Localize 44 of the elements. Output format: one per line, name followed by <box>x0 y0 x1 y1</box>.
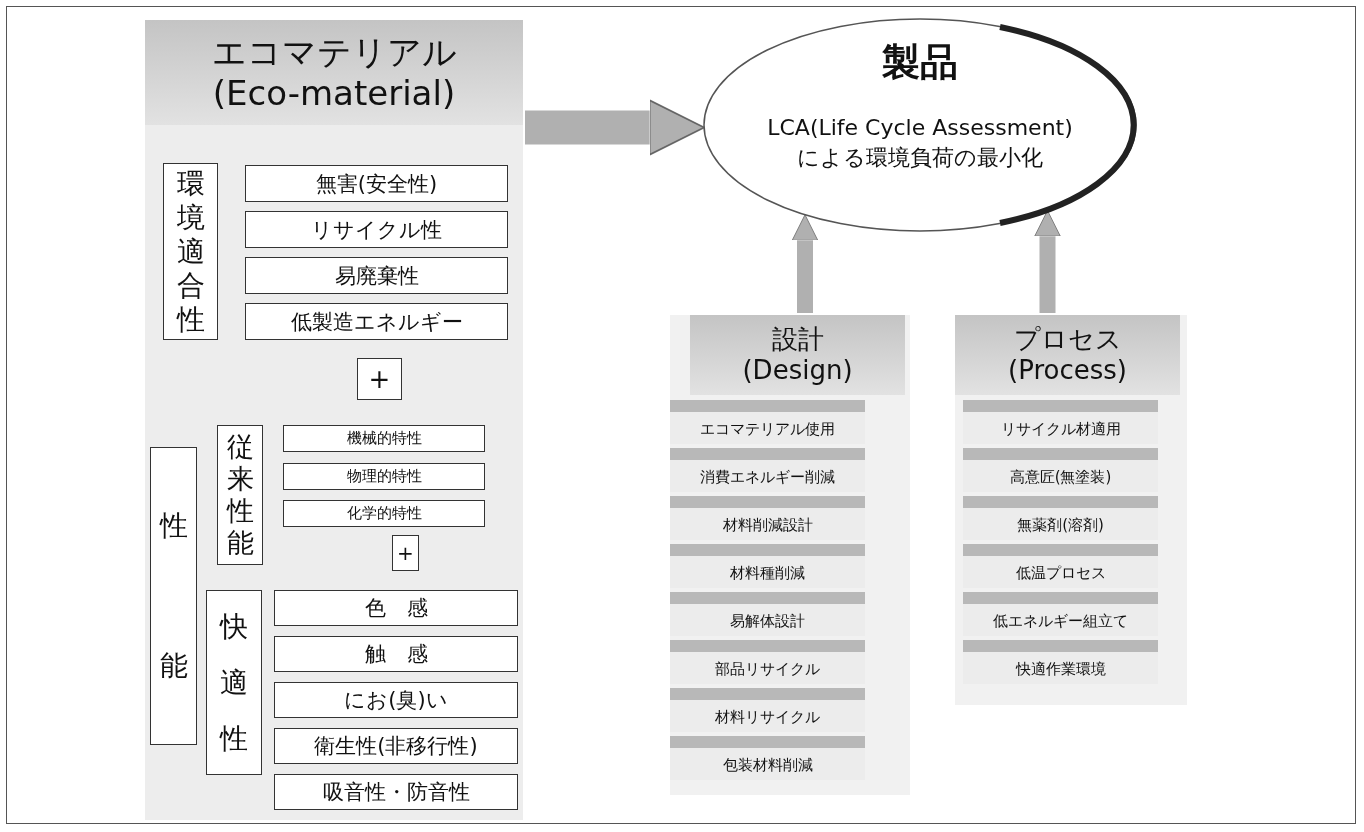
material-panel <box>145 20 523 820</box>
product-title: 製品 <box>881 39 959 86</box>
panel-heading: エコマテリアル (Eco-material) <box>145 20 523 125</box>
property-box: 物理的特性 <box>283 463 485 490</box>
category-box: 環境適合性 <box>163 163 218 340</box>
product-ellipse <box>700 15 1140 235</box>
approach-column <box>955 315 1187 705</box>
property-box: 色 感 <box>274 590 518 626</box>
property-box: 無害(安全性) <box>245 165 508 202</box>
measure-item: 消費エネルギー削減 <box>670 448 865 492</box>
property-box: + <box>392 535 419 571</box>
property-box: + <box>357 358 402 400</box>
measure-item: 材料リサイクル <box>670 688 865 732</box>
measure-item: 部品リサイクル <box>670 640 865 684</box>
measure-item: 材料削減設計 <box>670 496 865 540</box>
property-box: 易廃棄性 <box>245 257 508 294</box>
block-arrow <box>525 99 705 156</box>
measure-item: エコマテリアル使用 <box>670 400 865 444</box>
category-box: 性能 <box>150 447 197 745</box>
measure-item: 快適作業環境 <box>963 640 1158 684</box>
measure-item: 包装材料削減 <box>670 736 865 780</box>
category-box: 快適性 <box>206 590 262 775</box>
category-box: 従来性能 <box>217 425 263 565</box>
block-arrow <box>791 214 819 313</box>
measure-item: 材料種削減 <box>670 544 865 588</box>
property-box: 衛生性(非移行性) <box>274 728 518 764</box>
measure-item: 高意匠(無塗装) <box>963 448 1158 492</box>
measure-item: 無薬剤(溶剤) <box>963 496 1158 540</box>
column-heading: プロセス (Process) <box>955 315 1180 395</box>
block-arrow <box>1034 210 1061 313</box>
measure-item: 低温プロセス <box>963 544 1158 588</box>
property-box: にお(臭)い <box>274 682 518 718</box>
measure-item: 低エネルギー組立て <box>963 592 1158 636</box>
measure-item: リサイクル材適用 <box>963 400 1158 444</box>
property-box: 吸音性・防音性 <box>274 774 518 810</box>
product-description: LCA(Life Cycle Assessment)による環境負荷の最小化 <box>766 114 1074 172</box>
approach-column <box>670 315 910 795</box>
property-box: 化学的特性 <box>283 500 485 527</box>
property-box: 触 感 <box>274 636 518 672</box>
property-box: リサイクル性 <box>245 211 508 248</box>
measure-item: 易解体設計 <box>670 592 865 636</box>
property-box: 低製造エネルギー <box>245 303 508 340</box>
property-box: 機械的特性 <box>283 425 485 452</box>
column-heading: 設計 (Design) <box>690 315 905 395</box>
